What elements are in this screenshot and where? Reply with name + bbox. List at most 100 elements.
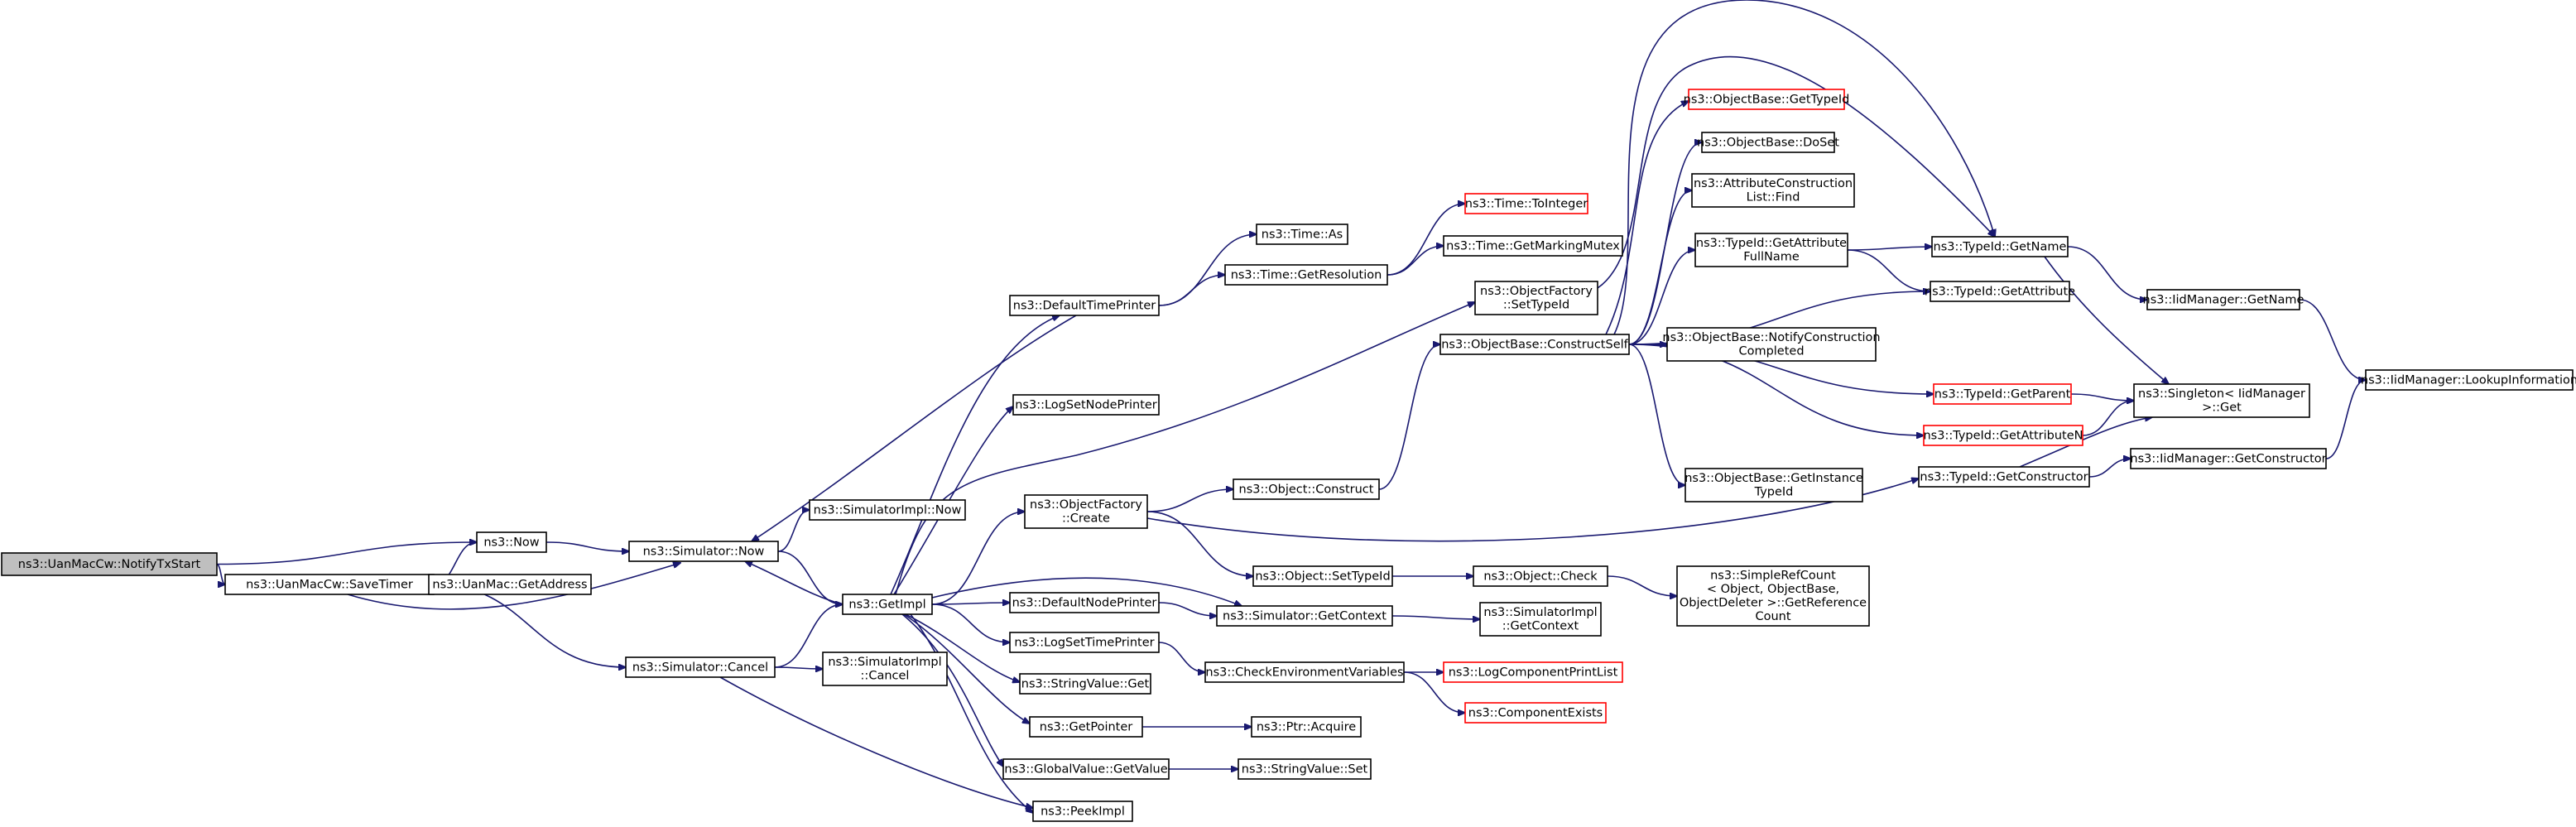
node-box [1666, 327, 1877, 362]
edge-simcancel-to-getimpl [774, 604, 843, 668]
node-box [1216, 605, 1393, 627]
node-tidgetname[interactable]: ns3::TypeId::GetName [1931, 236, 2069, 257]
node-box [1204, 661, 1405, 683]
node-ofcreate[interactable]: ns3::ObjectFactory::Create [1024, 494, 1148, 529]
node-stringvalueset[interactable]: ns3::StringValue::Set [1238, 758, 1372, 780]
node-box [1, 552, 218, 576]
node-ptracquire[interactable]: ns3::Ptr::Acquire [1251, 716, 1362, 738]
node-iidgetconstructor[interactable]: ns3::IidManager::GetConstructor [2130, 448, 2327, 469]
node-deftimeprinter[interactable]: ns3::DefaultTimePrinter [1009, 295, 1160, 316]
node-ofsettypeid[interactable]: ns3::ObjectFactory::SetTypeId [1474, 281, 1598, 315]
node-box [1694, 233, 1848, 267]
node-logcompprint[interactable]: ns3::LogComponentPrintList [1443, 661, 1623, 683]
edge-tidgetname-to-iidgetname [2067, 246, 2147, 300]
node-label: ::GetContext [1502, 620, 1579, 633]
node-compexists[interactable]: ns3::ComponentExists [1464, 702, 1607, 724]
node-label: ns3::UanMacCw::SaveTimer [246, 578, 413, 591]
node-iidlookup[interactable]: ns3::IidManager::LookupInformation [2361, 369, 2576, 391]
node-timegetres[interactable]: ns3::Time::GetResolution [1224, 264, 1388, 286]
node-getaddress[interactable]: ns3::UanMac::GetAddress [428, 574, 592, 595]
node-tidgetparent[interactable]: ns3::TypeId::GetParent [1933, 383, 2072, 405]
edge-getimpl-to-defnodeprinter [931, 603, 1010, 604]
edge-tidgetattrfull-to-tidgetname [1847, 247, 1932, 251]
edge-notify-to-savetimer [216, 563, 225, 585]
node-now[interactable]: ns3::Now [476, 531, 547, 553]
edge-objconstruct-to-obconstructself [1378, 344, 1440, 490]
node-objsettypeid[interactable]: ns3::Object::SetTypeId [1252, 565, 1393, 587]
node-simgetcontext[interactable]: ns3::Simulator::GetContext [1216, 605, 1393, 627]
node-tidgetconstructor[interactable]: ns3::TypeId::GetConstructor [1918, 466, 2090, 488]
node-timeas[interactable]: ns3::Time::As [1256, 224, 1348, 245]
node-simcancel[interactable]: ns3::Simulator::Cancel [625, 656, 776, 678]
node-tidgetattr[interactable]: ns3::TypeId::GetAttribute [1925, 281, 2075, 302]
node-logsetnodeprinter[interactable]: ns3::LogSetNodePrinter [1012, 394, 1160, 416]
node-obdoset[interactable]: ns3::ObjectBase::DoSet [1697, 132, 1839, 153]
node-label: ObjectDeleter >::GetReference [1680, 597, 1867, 610]
node-simplerefcount[interactable]: ns3::SimpleRefCount< Object, ObjectBase,… [1676, 565, 1870, 627]
node-label: ns3::UanMacCw::NotifyTxStart [18, 558, 201, 571]
node-getimpl[interactable]: ns3::GetImpl [842, 594, 933, 615]
node-box [1933, 383, 2072, 405]
node-box [1688, 89, 1845, 110]
node-obconstructself[interactable]: ns3::ObjectBase::ConstructSelf [1439, 334, 1630, 355]
node-label: ns3::DefaultTimePrinter [1013, 299, 1156, 312]
node-simimplgetcontext[interactable]: ns3::SimulatorImpl::GetContext [1479, 602, 1602, 637]
node-box [1019, 673, 1151, 695]
node-obnotify[interactable]: ns3::ObjectBase::NotifyConstructionCompl… [1662, 327, 1881, 362]
edge-getimpl-to-logsetnodeprinter [893, 406, 1013, 595]
node-simimplcancel[interactable]: ns3::SimulatorImpl::Cancel [822, 652, 948, 686]
node-tidgetattrn[interactable]: ns3::TypeId::GetAttributeN [1923, 425, 2083, 446]
edge-timegetres-to-timemutex [1387, 246, 1444, 276]
edge-getimpl-to-simgetcontext [931, 577, 1242, 606]
edge-obconstructself-to-obgetinstance [1628, 344, 1685, 485]
node-getpointer[interactable]: ns3::GetPointer [1029, 716, 1143, 738]
node-label: TypeId [1754, 486, 1794, 499]
edge-getimpl-to-stringvalueget [905, 613, 1020, 682]
node-label: ns3::LogSetNodePrinter [1015, 398, 1157, 411]
node-defnodeprinter[interactable]: ns3::DefaultNodePrinter [1009, 592, 1160, 613]
node-objconstruct[interactable]: ns3::Object::Construct [1233, 478, 1380, 500]
node-label: ns3::SimpleRefCount [1710, 570, 1836, 583]
node-box [1443, 235, 1623, 257]
node-label: ns3::Object::Construct [1239, 483, 1374, 496]
node-simimplnow[interactable]: ns3::SimulatorImpl::Now [809, 499, 966, 521]
node-box [1002, 758, 1170, 780]
edge-deftimeprinter-to-timegetres [1158, 275, 1225, 306]
node-singletonget[interactable]: ns3::Singleton< IidManager>::Get [2133, 383, 2310, 418]
node-label: ns3::UanMac::GetAddress [432, 578, 587, 591]
node-globalvalueget[interactable]: ns3::GlobalValue::GetValue [1002, 758, 1170, 780]
node-box [1032, 801, 1133, 822]
node-box [1012, 394, 1160, 416]
node-box [1473, 565, 1608, 587]
node-simnow[interactable]: ns3::Simulator::Now [628, 541, 779, 562]
node-label: ns3::TypeId::GetAttribute [1925, 285, 2075, 298]
node-label: ns3::SimulatorImpl [1483, 606, 1597, 619]
edge-obconstructself-to-obgettypeid [1605, 101, 1689, 335]
node-label: < Object, ObjectBase, [1707, 583, 1839, 596]
node-logsettimeprinter[interactable]: ns3::LogSetTimePrinter [1009, 632, 1160, 653]
node-label: ns3::Time::GetMarkingMutex [1446, 239, 1620, 252]
edges [216, 0, 2366, 813]
edge-obconstructself-to-tidgetattrfull [1628, 250, 1695, 345]
node-timetoint[interactable]: ns3::Time::ToInteger [1464, 193, 1588, 214]
node-savetimer[interactable]: ns3::UanMacCw::SaveTimer [224, 574, 435, 595]
node-box [1009, 632, 1160, 653]
node-timemutex[interactable]: ns3::Time::GetMarkingMutex [1443, 235, 1623, 257]
node-box [1256, 224, 1348, 245]
node-label: ns3::Time::As [1262, 228, 1343, 241]
node-checkenv[interactable]: ns3::CheckEnvironmentVariables [1204, 661, 1405, 683]
node-label: ns3::GetImpl [848, 598, 925, 611]
edge-simgetcontext-to-simimplgetcontext [1391, 615, 1480, 619]
node-stringvalueget[interactable]: ns3::StringValue::Get [1019, 673, 1151, 695]
node-notify[interactable]: ns3::UanMacCw::NotifyTxStart [1, 552, 218, 576]
node-peekimpl[interactable]: ns3::PeekImpl [1032, 801, 1133, 822]
node-iidgetname[interactable]: ns3::IidManager::GetName [2143, 289, 2304, 310]
node-objcheck[interactable]: ns3::Object::Check [1473, 565, 1608, 587]
node-box [628, 541, 779, 562]
node-label: ns3::StringValue::Set [1242, 762, 1368, 776]
node-obgettypeid[interactable]: ns3::ObjectBase::GetTypeId [1684, 89, 1850, 110]
